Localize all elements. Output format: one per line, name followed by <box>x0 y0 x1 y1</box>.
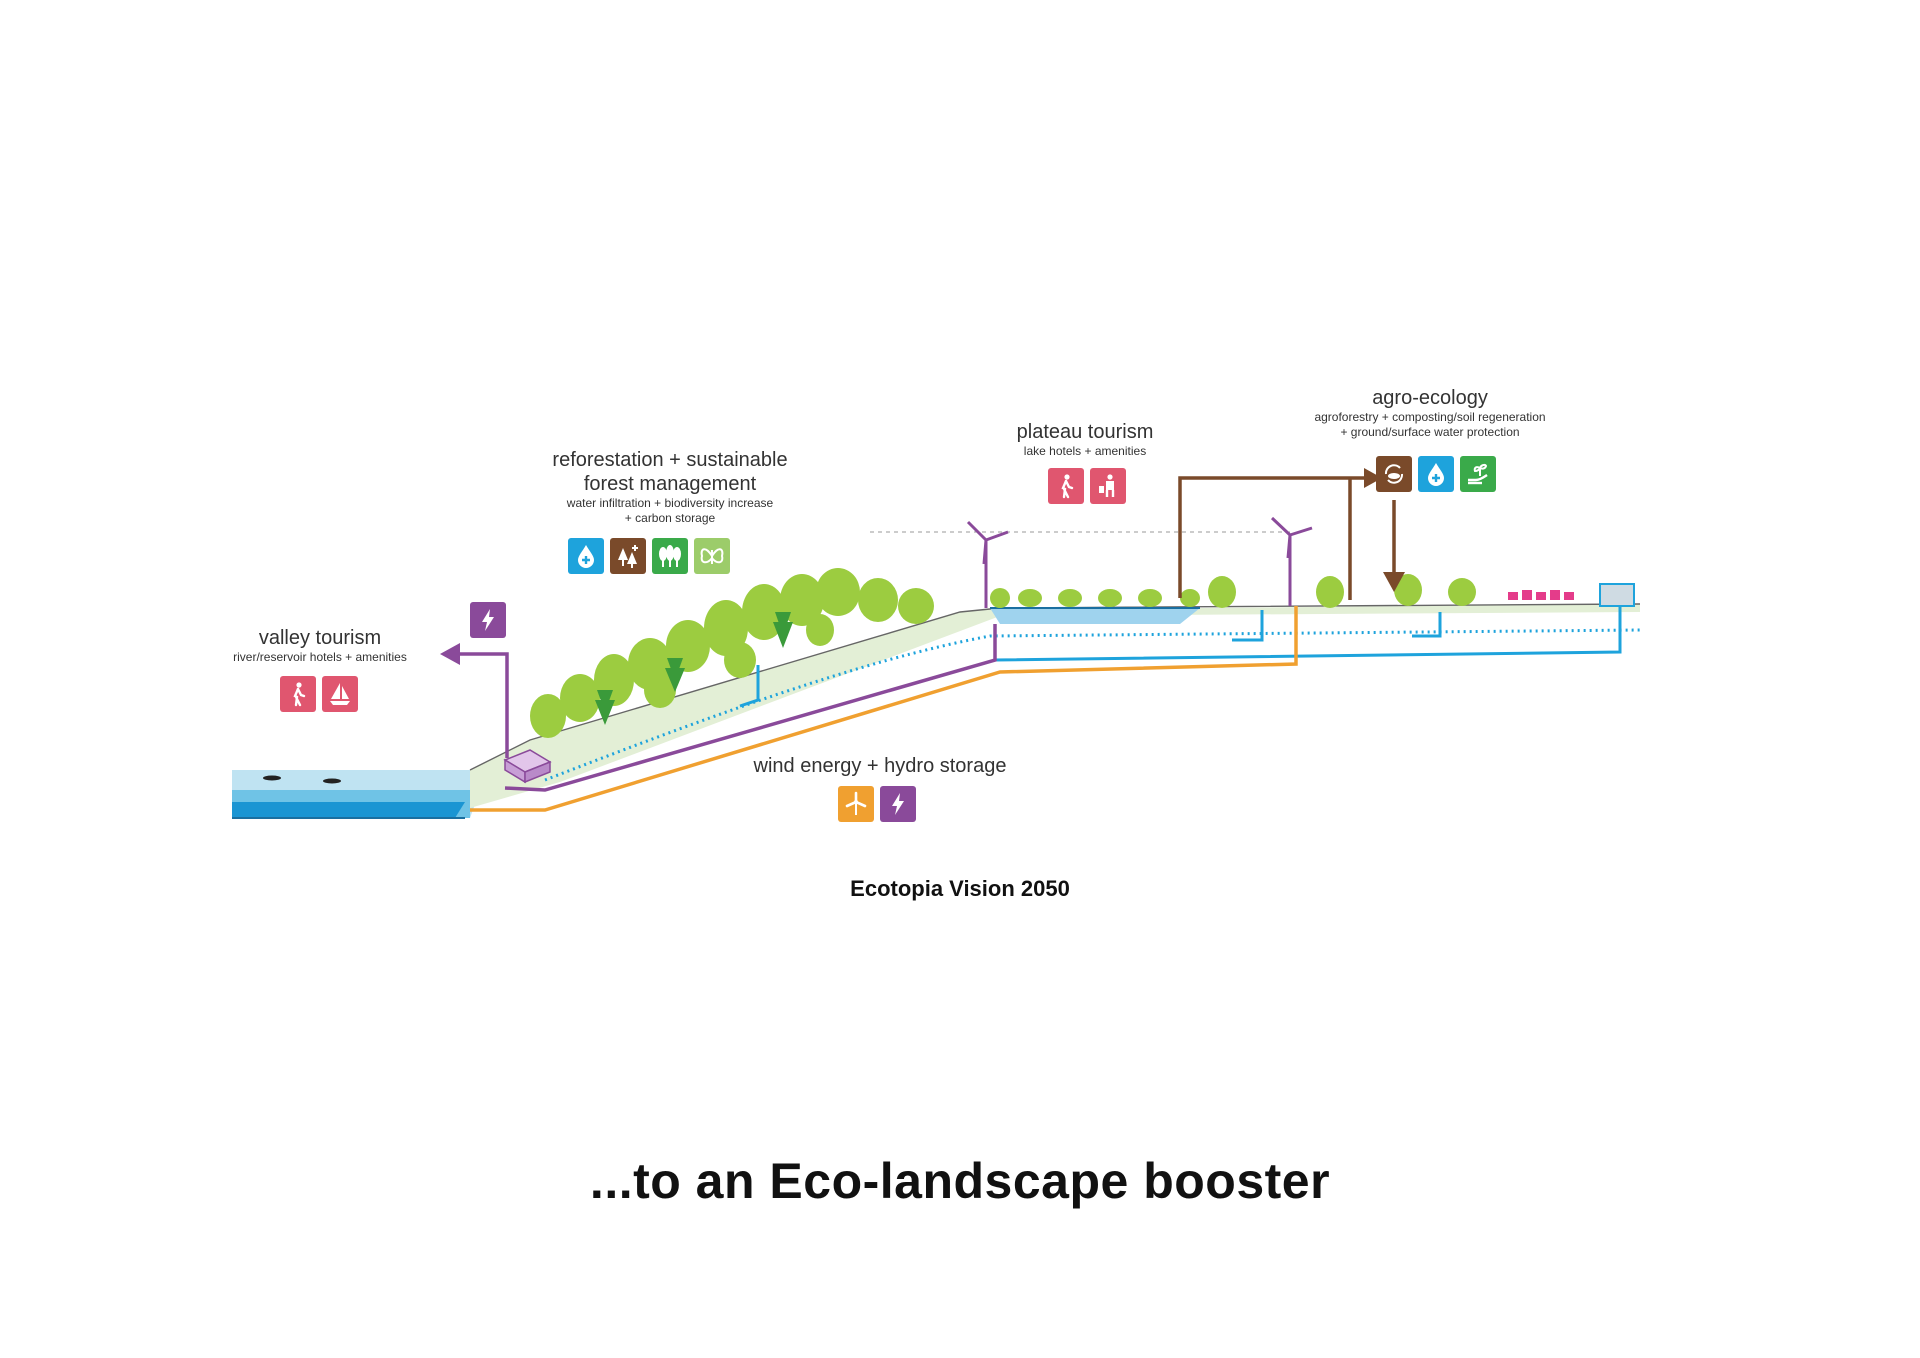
wind-turbine <box>1270 516 1313 606</box>
valley-tourism-subtitle: river/reservoir hotels + amenities <box>233 650 407 664</box>
forest-trees <box>530 568 934 738</box>
reforestation-label: reforestation + sustainable forest manag… <box>520 448 820 526</box>
plateau-vegetation <box>990 574 1476 608</box>
reforestation-subtitle-line1: water infiltration + biodiversity increa… <box>566 496 774 510</box>
valley-tourism-label: valley tourism river/reservoir hotels + … <box>210 626 430 665</box>
page-headline: ...to an Eco-landscape booster <box>589 1153 1331 1209</box>
lightning-icon <box>880 786 916 822</box>
water-plus-icon <box>1418 456 1454 492</box>
diagram-caption: Ecotopia Vision 2050 <box>850 876 1070 901</box>
agro-ecology-subtitle-line1: agroforestry + composting/soil regenerat… <box>1314 410 1546 424</box>
hydro-storage-station <box>503 749 552 784</box>
plateau-tourism-label: plateau tourism lake hotels + amenities <box>985 420 1185 459</box>
wind-turbine <box>966 520 1009 608</box>
reforestation-title-line1: reforestation + sustainable <box>552 449 788 471</box>
plateau-tourism-title: plateau tourism <box>1016 421 1154 443</box>
plateau-tourism-subtitle: lake hotels + amenities <box>1023 444 1147 458</box>
purple-energy-line <box>504 624 997 792</box>
energy-label: wind energy + hydro storage <box>740 754 1020 778</box>
energy-arrow-to-valley <box>440 643 509 758</box>
hillside-ground <box>469 603 1641 808</box>
orange-energy-line <box>470 606 1298 812</box>
hand-seedling-icon <box>1460 456 1496 492</box>
trees-plus-icon <box>610 538 646 574</box>
plateau-lake <box>990 607 1200 624</box>
reforestation-title-line2: forest management <box>583 473 757 495</box>
boat-icon <box>263 775 341 784</box>
agro-ecology-title: agro-ecology <box>1372 387 1488 409</box>
water-pipe-lines <box>739 606 1622 708</box>
water-plus-icon <box>568 538 604 574</box>
energy-title: wind energy + hydro storage <box>753 755 1007 777</box>
hiking-icon <box>1048 468 1084 504</box>
village-houses <box>1508 590 1574 600</box>
agro-ecology-subtitle-line2: + ground/surface water protection <box>1340 425 1520 439</box>
compost-cycle-icon <box>1376 456 1412 492</box>
hiking-icon <box>280 676 316 712</box>
reforestation-subtitle-line2: + carbon storage <box>624 511 716 525</box>
lightning-icon <box>470 602 506 638</box>
soil-flow-arrows <box>1178 468 1405 600</box>
agro-ecology-label: agro-ecology agroforestry + composting/s… <box>1290 386 1570 440</box>
valley-tourism-title: valley tourism <box>258 627 382 649</box>
butterfly-icon <box>694 538 730 574</box>
wind-turbine-icon <box>838 786 874 822</box>
sailing-icon <box>322 676 358 712</box>
forest-icon <box>652 538 688 574</box>
hotel-staff-icon <box>1090 468 1126 504</box>
water-tank <box>1599 583 1635 607</box>
river-water <box>232 770 480 819</box>
